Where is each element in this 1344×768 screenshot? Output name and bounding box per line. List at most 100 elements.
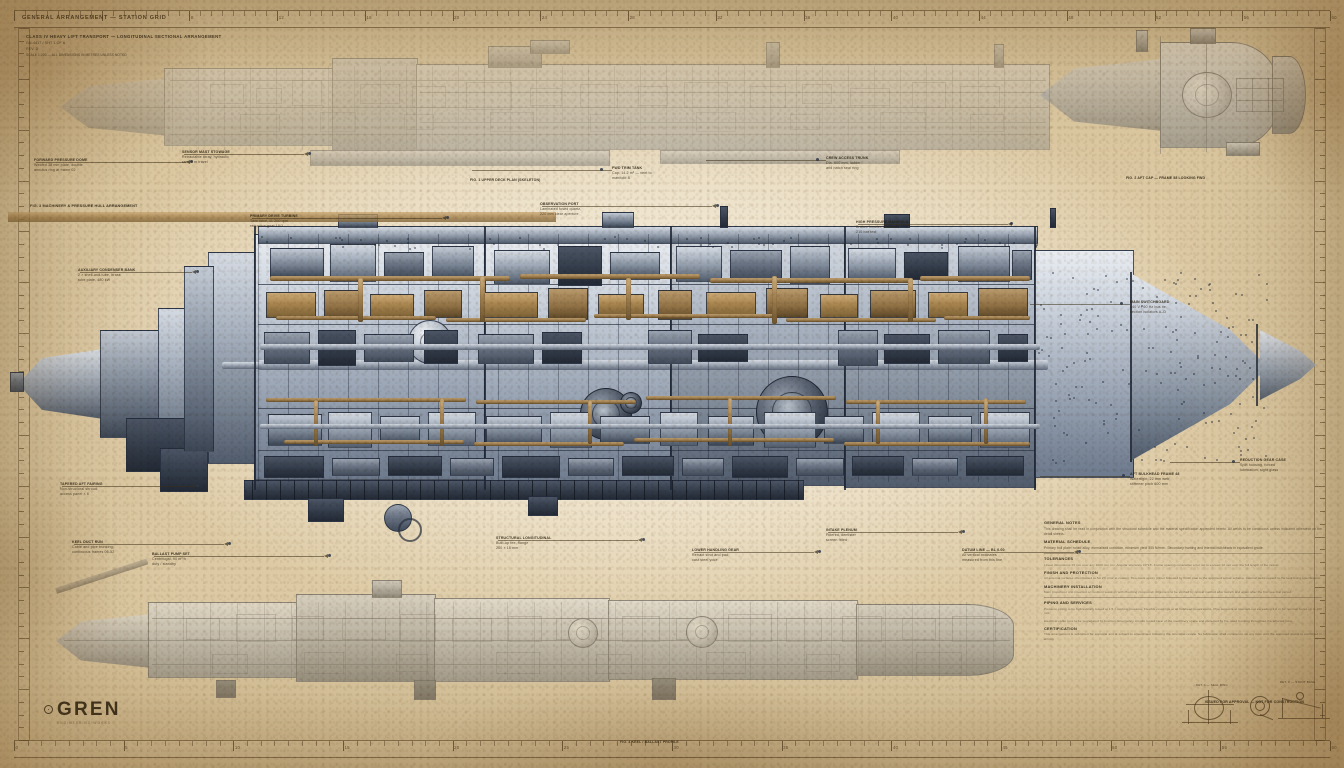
hull-rivet bbox=[1096, 327, 1099, 330]
lower-ghost-box bbox=[508, 616, 542, 642]
vruler-tick bbox=[1320, 676, 1325, 678]
hull-rivet bbox=[1086, 333, 1089, 336]
ruler-tick bbox=[57, 11, 59, 16]
vruler-tick bbox=[1320, 612, 1325, 614]
tail-detail-cap bbox=[1272, 56, 1306, 134]
hull-rivet bbox=[1109, 403, 1112, 406]
ruler-tick bbox=[123, 11, 125, 16]
ghost-equipment-box bbox=[360, 84, 400, 104]
ruler-tick-label: 20 bbox=[454, 745, 460, 750]
vruler-tick bbox=[1320, 155, 1325, 157]
ruler-tick bbox=[1077, 11, 1079, 16]
keel-rib bbox=[588, 480, 589, 500]
vruler-tick bbox=[1320, 269, 1325, 271]
callout-leader-line bbox=[858, 224, 1008, 225]
ruler-tick bbox=[1154, 11, 1156, 21]
hull-rivet bbox=[1214, 381, 1217, 384]
vruler-tick bbox=[1320, 206, 1325, 207]
ghost-frame bbox=[796, 66, 797, 150]
vruler-tick bbox=[19, 587, 29, 589]
equipment-box bbox=[330, 244, 376, 282]
ruler-tick bbox=[1124, 741, 1126, 746]
ruler-tick bbox=[274, 741, 276, 746]
callout-body: Laminated fused quartz, 220 mm clear ape… bbox=[540, 207, 582, 217]
hull-rivet bbox=[1177, 417, 1180, 420]
company-logo[interactable]: GREN ENGINEERING WORKS bbox=[44, 700, 121, 725]
tail-detail-frame-a bbox=[1160, 36, 1161, 154]
ghost-frame bbox=[276, 66, 277, 150]
pipe-riser bbox=[728, 398, 732, 446]
ruler-tick bbox=[584, 11, 586, 16]
ruler-tick bbox=[617, 741, 619, 746]
hull-rivet bbox=[1192, 372, 1195, 375]
vruler-tick bbox=[1320, 91, 1325, 93]
ruler-tick bbox=[507, 741, 509, 746]
deck-rivet bbox=[409, 247, 412, 250]
deck-rivet bbox=[556, 244, 559, 247]
ruler-tick bbox=[781, 11, 783, 16]
ghost-equipment-box bbox=[210, 84, 244, 104]
hull-rivet bbox=[1240, 334, 1243, 337]
vruler-tick bbox=[1315, 28, 1325, 29]
vruler-tick bbox=[1315, 638, 1325, 640]
main-bulkhead bbox=[254, 226, 256, 490]
hull-rivet bbox=[1110, 329, 1113, 332]
lower-ghost-box bbox=[728, 614, 772, 642]
lower-ghost-frame bbox=[912, 602, 913, 680]
ruler-tick bbox=[726, 741, 728, 746]
hull-rivet bbox=[1208, 288, 1211, 291]
vruler-tick bbox=[19, 269, 24, 271]
vruler-tick bbox=[19, 295, 24, 296]
ruler-tick bbox=[219, 741, 221, 746]
hull-rivet bbox=[1079, 318, 1082, 321]
keel-rib bbox=[350, 480, 351, 500]
ruler-tick bbox=[55, 741, 57, 746]
ruler-tick bbox=[1264, 11, 1266, 16]
spec-heading-2: MATERIAL SCHEDULE bbox=[1044, 539, 1091, 545]
callout-leader-arrow bbox=[712, 204, 716, 208]
callout-body: Bronze header, 6 branch, 210 bar test bbox=[856, 225, 900, 235]
vruler-tick bbox=[1320, 701, 1325, 703]
lower-ghost-box bbox=[236, 614, 276, 642]
ruler-tick-label: 40 bbox=[892, 745, 899, 750]
vruler-tick bbox=[19, 320, 24, 322]
hull-rivet bbox=[1164, 279, 1167, 282]
hull-rivet bbox=[1187, 302, 1190, 305]
spec-para-2: Primary hull plate: rolled alloy, normal… bbox=[1044, 545, 1264, 550]
hull-rivet bbox=[1048, 355, 1051, 358]
deck-rivet bbox=[998, 242, 1001, 245]
lower-ghost-strut-a bbox=[216, 680, 236, 698]
hull-rivet bbox=[1193, 332, 1196, 335]
ruler-tick bbox=[869, 11, 871, 16]
hull-rivet bbox=[1211, 301, 1214, 304]
callout-leader-line bbox=[80, 272, 192, 273]
caption-fig-1: FIG. 1 UPPER DECK PLAN (SKELETON) bbox=[470, 178, 541, 182]
vruler-tick bbox=[19, 562, 24, 563]
vruler-tick bbox=[19, 600, 24, 602]
ruler-tick bbox=[41, 741, 43, 746]
ruler-tick bbox=[573, 11, 575, 16]
ruler-tick bbox=[672, 741, 673, 751]
ruler-tick bbox=[1176, 11, 1178, 16]
hull-rivet bbox=[1160, 382, 1163, 385]
hull-rivet bbox=[1225, 356, 1228, 359]
lower-ghost-frame bbox=[156, 602, 157, 680]
vruler-tick bbox=[19, 129, 29, 131]
lower-ghost-frame bbox=[777, 602, 778, 680]
lower-ghost-box bbox=[952, 616, 996, 642]
sheet-scale-note: SCALE 1:200 — ALL DIMENSIONS IN METRES U… bbox=[26, 53, 127, 57]
hull-rivet bbox=[1202, 412, 1205, 415]
main-frame-line bbox=[798, 234, 799, 482]
ruler-tick bbox=[661, 11, 663, 16]
hull-rivet bbox=[1183, 401, 1186, 404]
sketch-tick-l bbox=[1188, 710, 1189, 724]
callout-anchor-dot bbox=[328, 554, 331, 557]
ghost-frame bbox=[172, 66, 173, 150]
hull-rivet bbox=[1194, 294, 1197, 297]
hull-rivet bbox=[1209, 283, 1212, 286]
deck-rivet bbox=[289, 236, 292, 239]
lower-ghost-deck-lower bbox=[152, 664, 1008, 665]
pipe-run bbox=[474, 442, 624, 446]
main-forward-dome bbox=[18, 348, 110, 420]
ruler-tick bbox=[343, 11, 344, 16]
